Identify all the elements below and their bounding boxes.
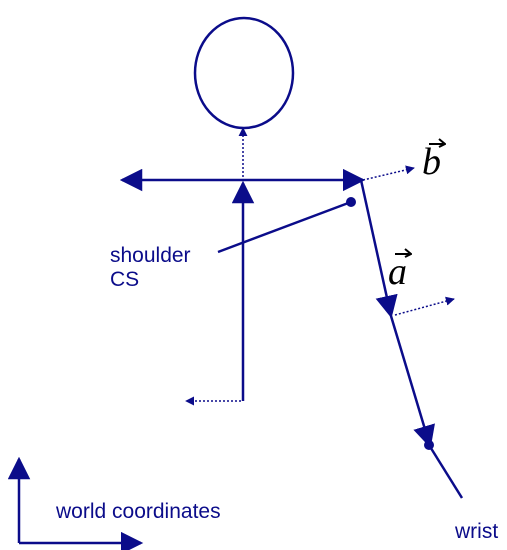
head [193, 16, 295, 130]
upper-arm-vector [359, 179, 398, 319]
shoulder-label-line1: shoulder [110, 244, 191, 267]
vector-b-label: b [422, 138, 450, 185]
vector-a-letter: a [388, 251, 407, 293]
shoulder-label-line2: CS [110, 268, 140, 291]
wrist-joint-dot [424, 440, 434, 450]
shoulder-pointer-line [217, 200, 352, 254]
vector-a-arrow-icon [395, 248, 412, 258]
world-coordinates-label: world coordinates [56, 500, 221, 523]
vector-b-letter: b [422, 141, 441, 183]
wrist-label: wrist [455, 520, 499, 543]
wrist-segment [427, 444, 464, 499]
vector-b-dotted-arrow [362, 165, 415, 181]
vector-a-dotted-arrow [394, 296, 455, 316]
shoulder-label: shoulder CS [110, 244, 191, 292]
vector-b-arrow-icon [429, 138, 446, 148]
vector-a-label: a [388, 248, 416, 293]
forearm-vector [389, 315, 435, 449]
shoulder-joint-dot [346, 197, 356, 207]
